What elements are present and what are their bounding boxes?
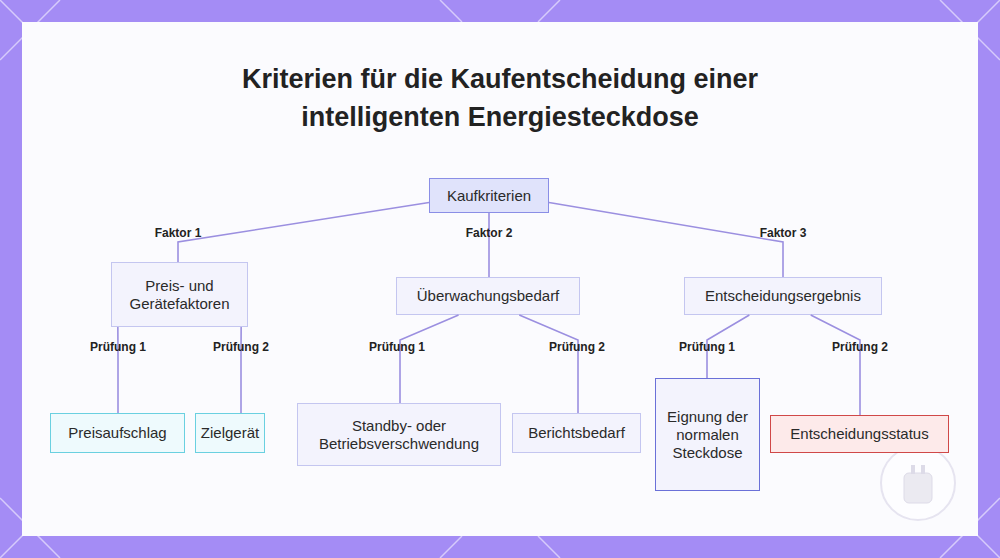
edge-label: Prüfung 2: [549, 340, 605, 354]
category-box: Preis- und Gerätefaktoren: [111, 262, 248, 327]
category-box: Entscheidungsergebnis: [684, 277, 882, 315]
edge-label: Prüfung 2: [213, 340, 269, 354]
connector-line: [549, 203, 783, 278]
category-box: Überwachungsbedarf: [396, 277, 580, 315]
node-text: Zielgerät: [201, 424, 259, 442]
connector-line: [240, 327, 242, 413]
connector-line: [811, 315, 860, 415]
edge-label: Faktor 1: [155, 226, 202, 240]
plug-icon: [878, 443, 958, 523]
criterion-box: Preisaufschlag: [50, 413, 185, 453]
connector-line: [400, 315, 459, 403]
node-text: Überwachungsbedarf: [417, 287, 560, 305]
edge-label: Prüfung 1: [369, 340, 425, 354]
edge-label: Prüfung 1: [679, 340, 735, 354]
node-text: Eignung der normalen Steckdose: [662, 408, 753, 462]
connector-line: [519, 315, 578, 413]
diagram-title: Kriterien für die Kaufentscheidung einer…: [200, 60, 800, 136]
root-box: Kaufkriterien: [429, 178, 549, 213]
edge-label: Faktor 3: [760, 226, 807, 240]
criterion-box: Berichtsbedarf: [512, 413, 641, 453]
node-text: Entscheidungsergebnis: [705, 287, 861, 305]
node-text: Standby- oder Betriebsverschwendung: [304, 417, 494, 453]
edge-label: Prüfung 1: [90, 340, 146, 354]
node-text: Berichtsbedarf: [528, 424, 625, 442]
node-text: Kaufkriterien: [447, 187, 531, 205]
criterion-box: Eignung der normalen Steckdose: [655, 378, 760, 491]
criterion-box: Zielgerät: [195, 413, 265, 453]
connector-line: [488, 213, 490, 277]
connector-line: [178, 203, 429, 263]
edge-label: Prüfung 2: [832, 340, 888, 354]
edge-label: Faktor 2: [466, 226, 513, 240]
node-text: Preis- und Gerätefaktoren: [118, 277, 241, 313]
connector-line: [117, 327, 119, 413]
criterion-box: Standby- oder Betriebsverschwendung: [297, 403, 501, 466]
node-text: Entscheidungsstatus: [790, 425, 928, 443]
status-box: Entscheidungsstatus: [770, 415, 949, 453]
node-text: Preisaufschlag: [68, 424, 166, 442]
